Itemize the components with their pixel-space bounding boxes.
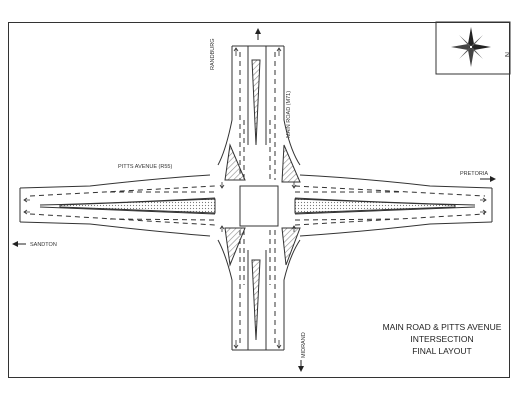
label-main-road: MAIN ROAD (M71) <box>286 91 292 138</box>
compass-north-label: N <box>503 52 510 57</box>
intersection-box <box>239 185 279 227</box>
title-line-2: INTERSECTION <box>410 334 473 344</box>
lane-arrows <box>23 47 487 349</box>
label-midrand: MIDRAND <box>301 332 307 358</box>
west-arm <box>19 174 216 237</box>
south-arm <box>217 227 301 351</box>
compass-rose-icon <box>451 27 491 67</box>
title-line-1: MAIN ROAD & PITTS AVENUE <box>383 322 502 332</box>
label-sandton: SANDTON <box>30 242 57 248</box>
direction-arrows <box>12 28 496 372</box>
compass-box: N <box>435 21 511 75</box>
east-arm <box>294 174 493 237</box>
label-randburg: RANDBURG <box>210 39 216 70</box>
north-arm <box>217 45 301 183</box>
title-line-3: FINAL LAYOUT <box>412 346 472 356</box>
label-pitts-avenue: PITTS AVENUE (R55) <box>118 164 172 170</box>
label-pretoria: PRETORIA <box>460 171 488 177</box>
title-block: MAIN ROAD & PITTS AVENUE INTERSECTION FI… <box>383 322 502 356</box>
